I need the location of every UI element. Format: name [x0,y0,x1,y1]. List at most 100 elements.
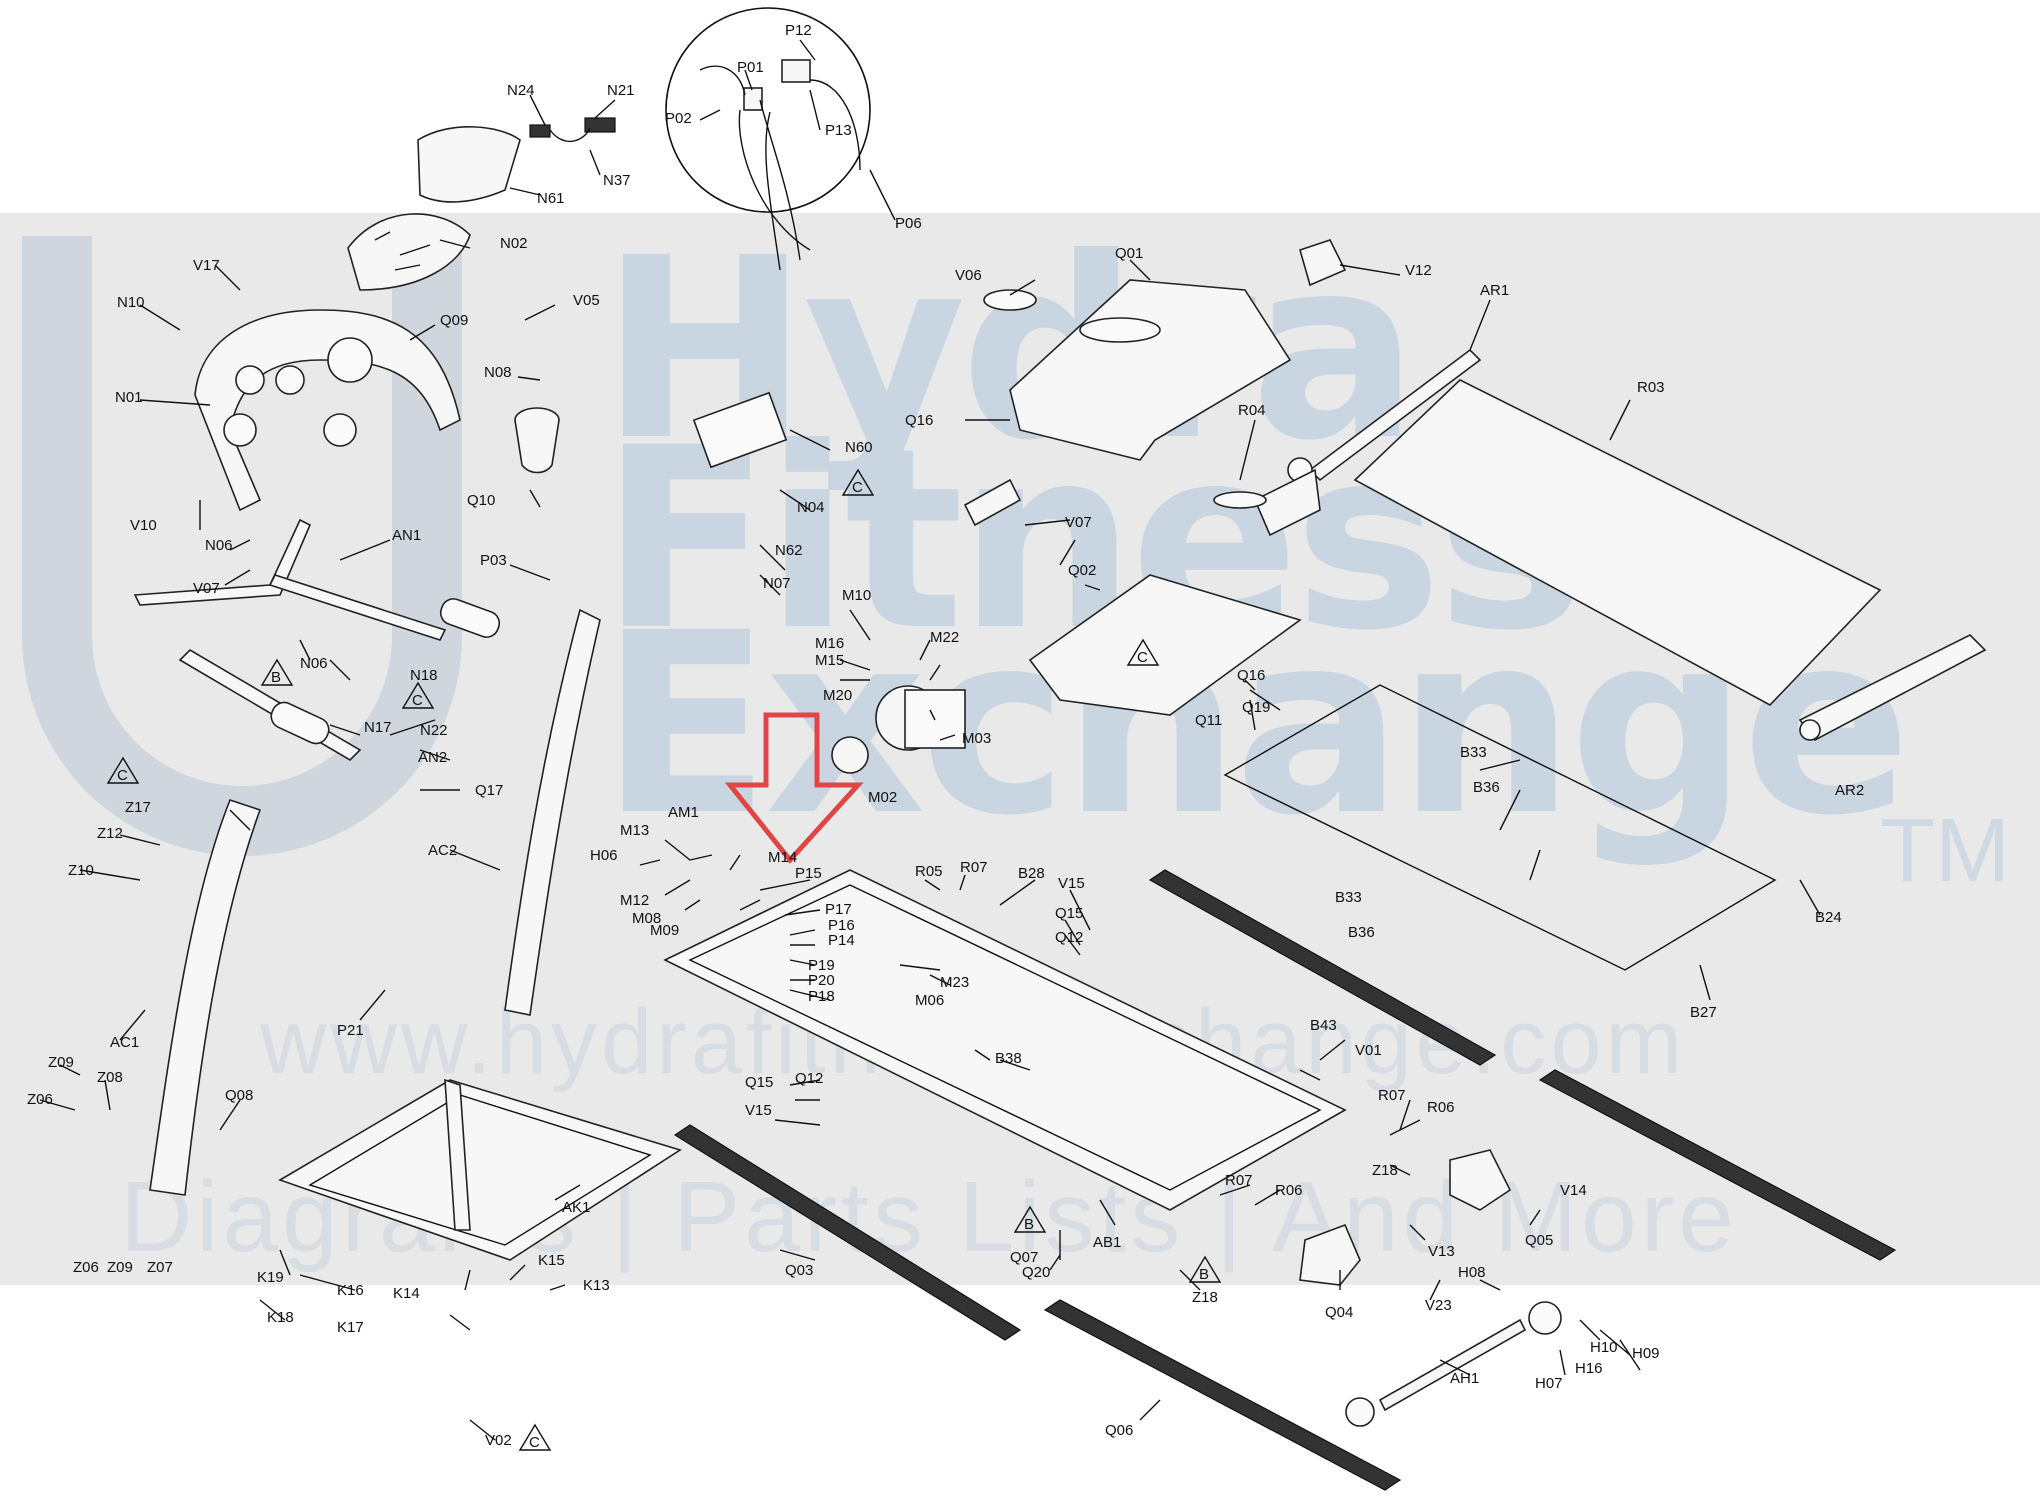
label-q05: Q05 [1525,1232,1553,1249]
caution-b-1: B [271,669,281,686]
deck-r03 [1287,348,1882,706]
label-ac2: AC2 [428,842,457,859]
label-z17: Z17 [125,799,151,816]
console-n02 [347,213,471,291]
label-m13: M13 [620,822,649,839]
label-p13: P13 [825,122,852,139]
label-n10: N10 [117,294,145,311]
caution-b-3: B [1199,1266,1209,1283]
label-q15a: Q15 [1055,905,1083,922]
label-v17: V17 [193,257,220,274]
wiring-detail-circle [665,7,871,271]
label-b38: B38 [995,1050,1022,1067]
label-k15: K15 [538,1252,565,1269]
label-p06: P06 [895,215,922,232]
label-z08a: Z08 [97,1069,123,1086]
label-m23: M23 [940,974,969,991]
label-p17: P17 [825,901,852,918]
caution-c-1: C [852,479,863,496]
label-q03: Q03 [785,1262,813,1279]
label-k18: K18 [267,1309,294,1326]
label-n01: N01 [115,389,143,406]
caution-b-2: B [1024,1216,1034,1233]
label-m15: M15 [815,652,844,669]
label-r07c: R07 [1225,1172,1253,1189]
label-n62: N62 [775,542,803,559]
label-v02: V02 [485,1432,512,1449]
label-r05: R05 [915,863,943,880]
label-n06a: N06 [205,537,233,554]
label-q12b: Q12 [795,1070,823,1087]
label-m10: M10 [842,587,871,604]
label-n21: N21 [607,82,635,99]
label-n07: N07 [763,575,791,592]
label-n02: N02 [500,235,528,252]
label-q16b: Q16 [1237,667,1265,684]
label-ak1: AK1 [562,1199,590,1216]
label-ah1: AH1 [1450,1370,1479,1387]
side-rails [673,869,1897,1491]
label-p19: P19 [808,957,835,974]
label-m03: M03 [962,730,991,747]
label-m16: M16 [815,635,844,652]
motor-pan-q02 [1028,574,1302,716]
part-labels: N24 N21 N37 N61 P12 P01 P02 P13 P06 V17 … [27,22,1864,1449]
label-ar1: AR1 [1480,282,1509,299]
caution-markers: C C C C C B B B [106,468,1222,1451]
cup-holder-q10 [514,407,560,474]
highlight-arrow [724,712,864,864]
deck-board-b27 [1223,684,1777,971]
label-q04: Q04 [1325,1304,1353,1321]
label-q11: Q11 [1195,712,1222,729]
label-k16: K16 [337,1282,364,1299]
label-n08: N08 [484,364,512,381]
label-n60: N60 [845,439,873,456]
label-q12a: Q12 [1055,929,1083,946]
front-roller-ar2 [1798,634,1987,742]
label-n18: N18 [410,667,438,684]
motor-m03 [831,685,966,774]
label-q02: Q02 [1068,562,1096,579]
label-v01: V01 [1355,1042,1382,1059]
label-z06b: Z06 [73,1259,99,1276]
label-b36b: B36 [1348,924,1375,941]
label-v07b: V07 [1065,514,1092,531]
label-m02: M02 [868,789,897,806]
label-q15b: Q15 [745,1074,773,1091]
label-h09: H09 [1632,1345,1660,1362]
label-v14: V14 [1560,1182,1587,1199]
label-p16: P16 [828,917,855,934]
label-q09: Q09 [440,312,468,329]
label-n22: N22 [420,722,448,739]
label-v05: V05 [573,292,600,309]
label-r06b: R06 [1275,1182,1303,1199]
uprights [149,608,601,1196]
label-r06a: R06 [1427,1099,1455,1116]
label-m22: M22 [930,629,959,646]
label-p21: P21 [337,1022,364,1039]
label-v23: V23 [1425,1297,1452,1314]
small-parts [692,239,1512,1286]
label-b43: B43 [1310,1017,1337,1034]
label-b24: B24 [1815,909,1842,926]
label-v15b: V15 [745,1102,772,1119]
console-cover-n61 [417,117,616,203]
rear-foot-ah1 [1345,1301,1562,1427]
label-v12: V12 [1405,262,1432,279]
label-h06: H06 [590,847,618,864]
label-q06: Q06 [1105,1422,1133,1439]
label-z18b: Z18 [1192,1289,1218,1306]
label-n61: N61 [537,190,565,207]
label-q07: Q07 [1010,1249,1038,1266]
label-h07: H07 [1535,1375,1563,1392]
label-ac1: AC1 [110,1034,139,1051]
label-p12: P12 [785,22,812,39]
label-q10: Q10 [467,492,495,509]
label-m12: M12 [620,892,649,909]
label-r04: R04 [1238,402,1266,419]
label-p03: P03 [480,552,507,569]
label-v06: V06 [955,267,982,284]
label-v10: V10 [130,517,157,534]
label-q19: Q19 [1242,699,1270,716]
